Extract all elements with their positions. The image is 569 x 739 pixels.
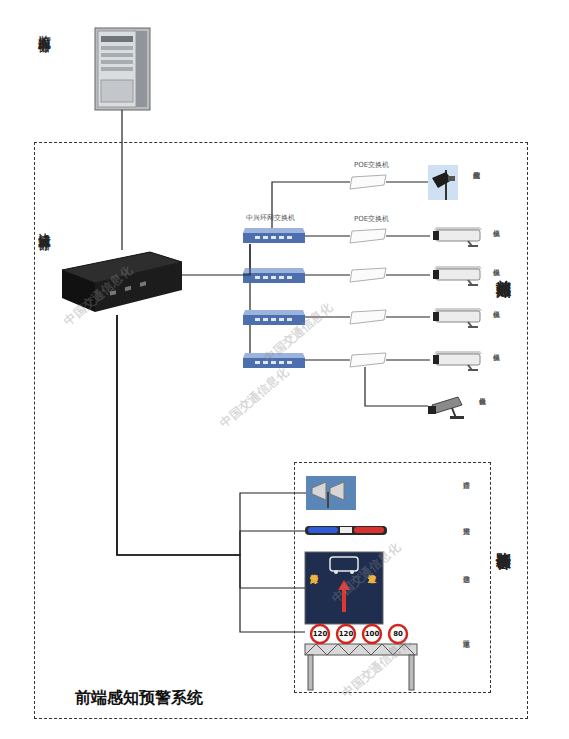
node-label: 中兴环网交换机: [246, 215, 295, 222]
network-cable: [182, 244, 250, 275]
camera-node: 摄像机: [430, 225, 485, 247]
node-label: POE交换机: [354, 216, 389, 223]
light-bar: [305, 526, 387, 535]
switch-node: 中兴环网交换机: [243, 228, 305, 244]
speed-limit: 100: [364, 631, 380, 638]
camera-node: 摄像机: [430, 306, 485, 328]
node-label: POE交换机: [354, 162, 389, 169]
network-cable: [386, 235, 430, 236]
ptz-camera: [428, 397, 464, 419]
system-frame: 前端感知预警系统边缘计算服务器中兴环网交换机POE交换机POE交换机能见度检测仪…: [35, 143, 527, 718]
poe-node: POE交换机: [350, 229, 386, 243]
bullet-camera: [433, 227, 482, 371]
lightbar-node: 声光报警: [305, 522, 387, 540]
server-node: 监控中心服务器: [95, 28, 150, 110]
camera-node: 摄像机: [430, 349, 485, 371]
sensor-device: [428, 165, 458, 200]
speaker-node: 语音广播: [306, 476, 356, 510]
tower-server: [95, 28, 150, 110]
node-label: 前端感知预警系统: [75, 690, 203, 706]
node-label: 监控中心服务器: [38, 24, 51, 31]
network-cable: [117, 315, 305, 632]
node-label: 边缘计算服务器: [38, 222, 51, 229]
group-label: 前端感知: [496, 268, 511, 272]
network-cable: [121, 110, 122, 250]
network-cable: [386, 181, 428, 182]
speed-limit: 120: [312, 631, 328, 638]
poe-node: POE交换机: [350, 175, 386, 189]
camera-node: 摄像机: [430, 264, 485, 286]
speed-limit: 120: [338, 631, 354, 638]
speaker-device: [306, 476, 356, 510]
network-cable: [305, 235, 350, 236]
watermark: 中国交通信息化: [218, 366, 290, 429]
node-label: 路侧设备: [496, 540, 511, 544]
poe-switch: [350, 175, 386, 367]
sensor-node: 能见度检测仪: [428, 165, 458, 200]
camera-node: 云台摄像机: [428, 392, 466, 420]
